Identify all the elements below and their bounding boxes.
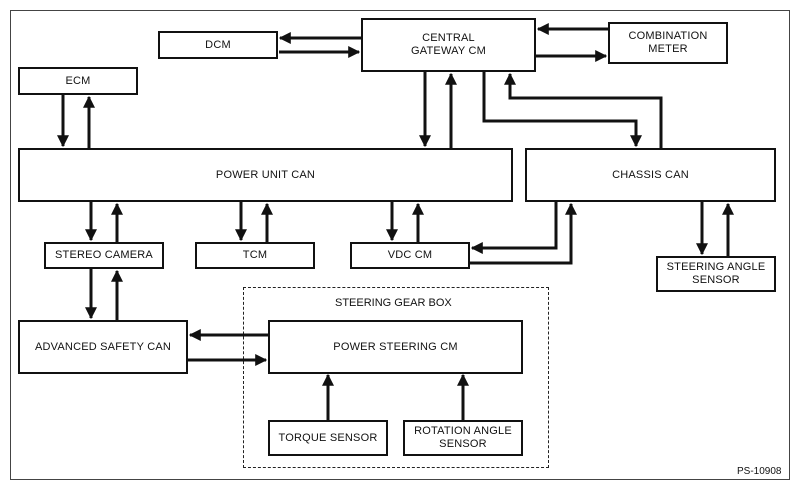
chassis-can-box: CHASSIS CAN	[525, 148, 776, 202]
advanced-safety-can-box: ADVANCED SAFETY CAN	[18, 320, 188, 374]
torque-sensor-box: TORQUE SENSOR	[268, 420, 388, 456]
dcm-box: DCM	[158, 31, 278, 59]
rotation-angle-sensor-box: ROTATION ANGLE SENSOR	[403, 420, 523, 456]
stereo-camera-box: STEREO CAMERA	[44, 242, 164, 269]
arrow-vdc-to-chassis	[470, 202, 577, 265]
combination-meter-box: COMBINATION METER	[608, 22, 728, 64]
steering-angle-sensor-box: STEERING ANGLE SENSOR	[656, 256, 776, 292]
power-steering-cm-box: POWER STEERING CM	[268, 320, 523, 374]
arrow-chassis-to-vdc	[470, 202, 558, 254]
ecm-box: ECM	[18, 67, 138, 95]
power-unit-can-box: POWER UNIT CAN	[18, 148, 513, 202]
steering-gear-box-label: STEERING GEAR BOX	[335, 297, 452, 309]
central-gateway-box: CENTRAL GATEWAY CM	[361, 18, 536, 72]
figure-id: PS-10908	[737, 466, 782, 477]
arrow-chassis-to-gateway	[504, 72, 663, 148]
tcm-box: TCM	[195, 242, 315, 269]
steering-gear-box-group	[243, 287, 549, 468]
vdc-cm-box: VDC CM	[350, 242, 470, 269]
arrow-gateway-to-chassis	[482, 72, 642, 148]
